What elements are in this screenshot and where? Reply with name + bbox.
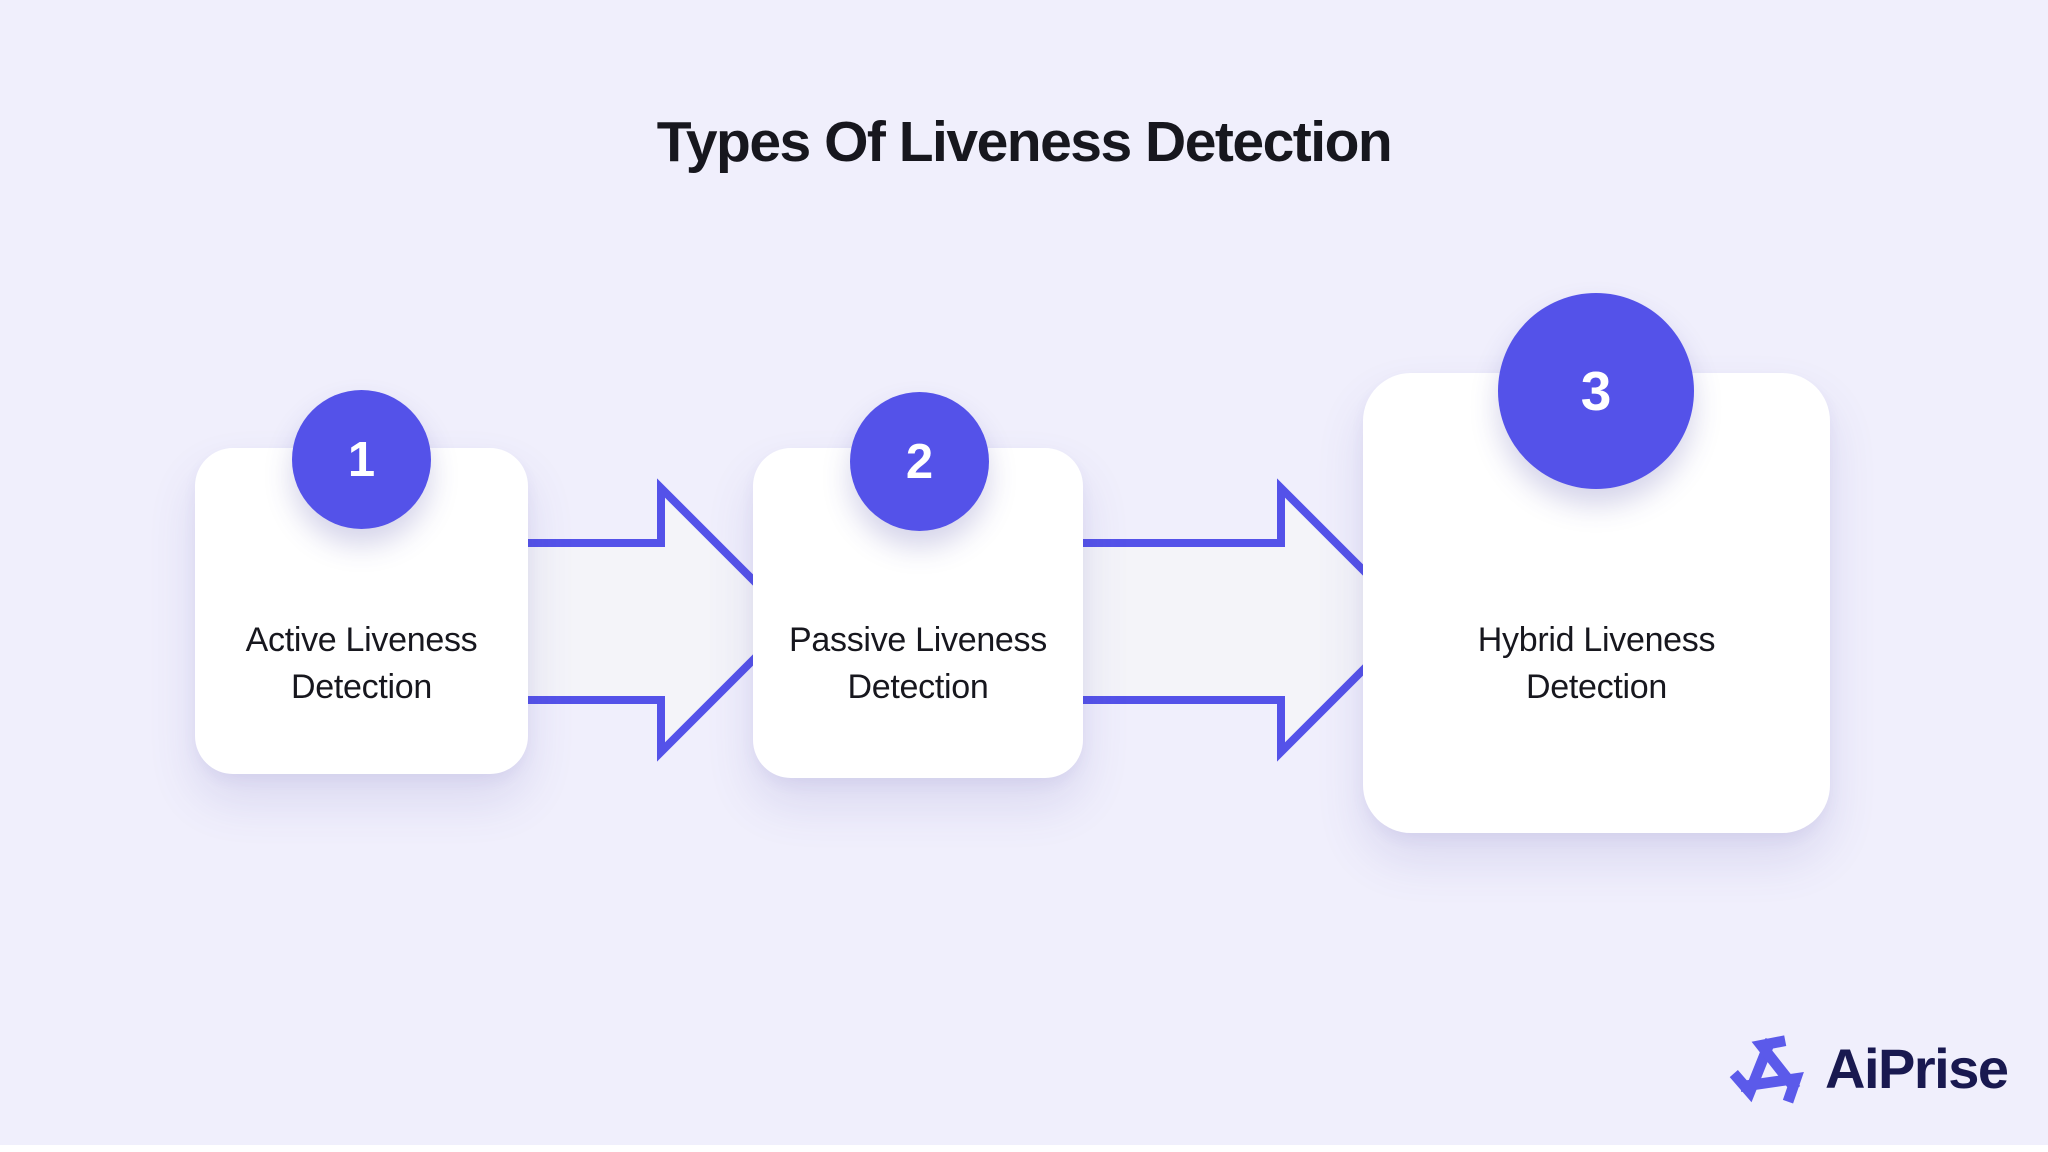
step-label-active: Active Liveness Detection [195,617,528,711]
step-label-line: Hybrid Liveness [1477,621,1716,659]
step-label-line: Detection [1526,668,1667,706]
step-number-badge-3: 3 [1498,293,1694,489]
step-label-line: Detection [291,668,432,706]
aiprise-logo: AiPrise [1728,1026,2009,1110]
step-label-passive: Passive Liveness Detection [753,617,1083,711]
step-number-badge-2: 2 [850,392,989,531]
arrow-right-icon [1054,478,1419,762]
step-number: 1 [347,432,376,487]
aiprise-logo-icon [1729,1035,1804,1104]
step-number: 2 [905,434,934,489]
step-label-hybrid: Hybrid Liveness Detection [1363,617,1830,711]
aiprise-logo-text: AiPrise [1825,1036,2009,1100]
step-label-line: Detection [847,668,989,706]
bottom-strip [0,1145,2048,1152]
step-label-line: Passive Liveness [789,621,1047,659]
page-title: Types Of Liveness Detection [656,110,1393,174]
step-number: 3 [1580,360,1612,422]
arrow-right-icon [496,478,799,762]
step-number-badge-1: 1 [292,390,431,529]
step-label-line: Active Liveness [245,621,478,659]
